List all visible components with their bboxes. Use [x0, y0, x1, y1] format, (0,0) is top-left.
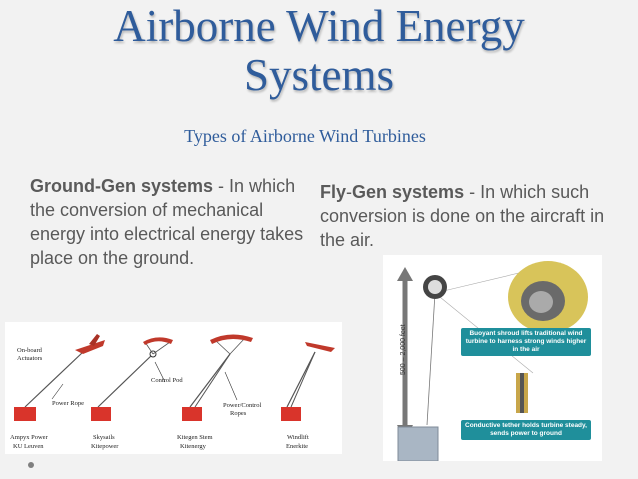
- ground-station-4: [281, 407, 301, 421]
- shroud-caption: Buoyant shroud lifts traditional wind tu…: [461, 328, 591, 356]
- ground-station-1: [14, 407, 36, 421]
- altitude-label: 500 – 2,000 feet: [400, 324, 407, 375]
- fly-gen-heading-part2: Gen systems: [352, 182, 465, 202]
- slide-title: Airborne Wind Energy Systems: [0, 2, 638, 100]
- device-org-3: Kitenergy: [180, 443, 206, 450]
- ground-gen-text: - In which the conversion of mechanical …: [30, 176, 304, 268]
- device-org-4: Enerkite: [286, 443, 309, 450]
- ground-gen-illustration: [14, 334, 335, 421]
- device-org-2: Kitepower: [91, 443, 119, 450]
- device-name-3: Kitegen Stem: [177, 434, 213, 441]
- onboard-label: On-board: [17, 347, 42, 354]
- ground-gen-heading: Ground-Gen systems: [30, 176, 214, 196]
- device-org-1: KU Leuven: [13, 443, 44, 450]
- slide-bullet-dot: [28, 462, 34, 468]
- power-control-label: Power/Control: [223, 402, 262, 409]
- ground-station-3: [182, 407, 202, 421]
- ground-gen-description: Ground-Gen systems - In which the conver…: [30, 174, 315, 270]
- skysails-system: [91, 337, 173, 421]
- ground-station-2: [91, 407, 111, 421]
- slide-subtitle: Types of Airborne Wind Turbines: [184, 126, 426, 146]
- fly-gen-heading-dash: -: [346, 182, 353, 202]
- title-line-2: Systems: [243, 50, 395, 100]
- power-rope-label: Power Rope: [52, 400, 84, 407]
- tether-caption: Conductive tether holds turbine steady, …: [461, 420, 591, 440]
- actuators-label: Actuators: [17, 355, 43, 362]
- windlift-system: [281, 342, 335, 421]
- kitegen-system: [182, 334, 253, 421]
- device-name-2: Skysails: [93, 434, 115, 441]
- title-line-1: Airborne Wind Energy: [113, 1, 525, 51]
- ropes-label: Ropes: [230, 410, 247, 417]
- ground-gen-figure: On-board Actuators Power Rope Control Po…: [5, 322, 342, 454]
- device-name-4: Windlift: [287, 434, 309, 441]
- fly-gen-text: - In which such conversion is done on th…: [320, 182, 605, 250]
- ampyx-system: [14, 334, 105, 421]
- fly-gen-figure: 500 – 2,000 feet Buoyant shroud lifts tr…: [383, 255, 602, 462]
- fly-gen-heading-part1: Fly: [320, 182, 347, 202]
- control-pod-label: Control Pod: [151, 377, 183, 384]
- device-name-1: Ampyx Power: [10, 434, 48, 441]
- fly-gen-description: Fly-Gen systems - In which such conversi…: [320, 180, 615, 252]
